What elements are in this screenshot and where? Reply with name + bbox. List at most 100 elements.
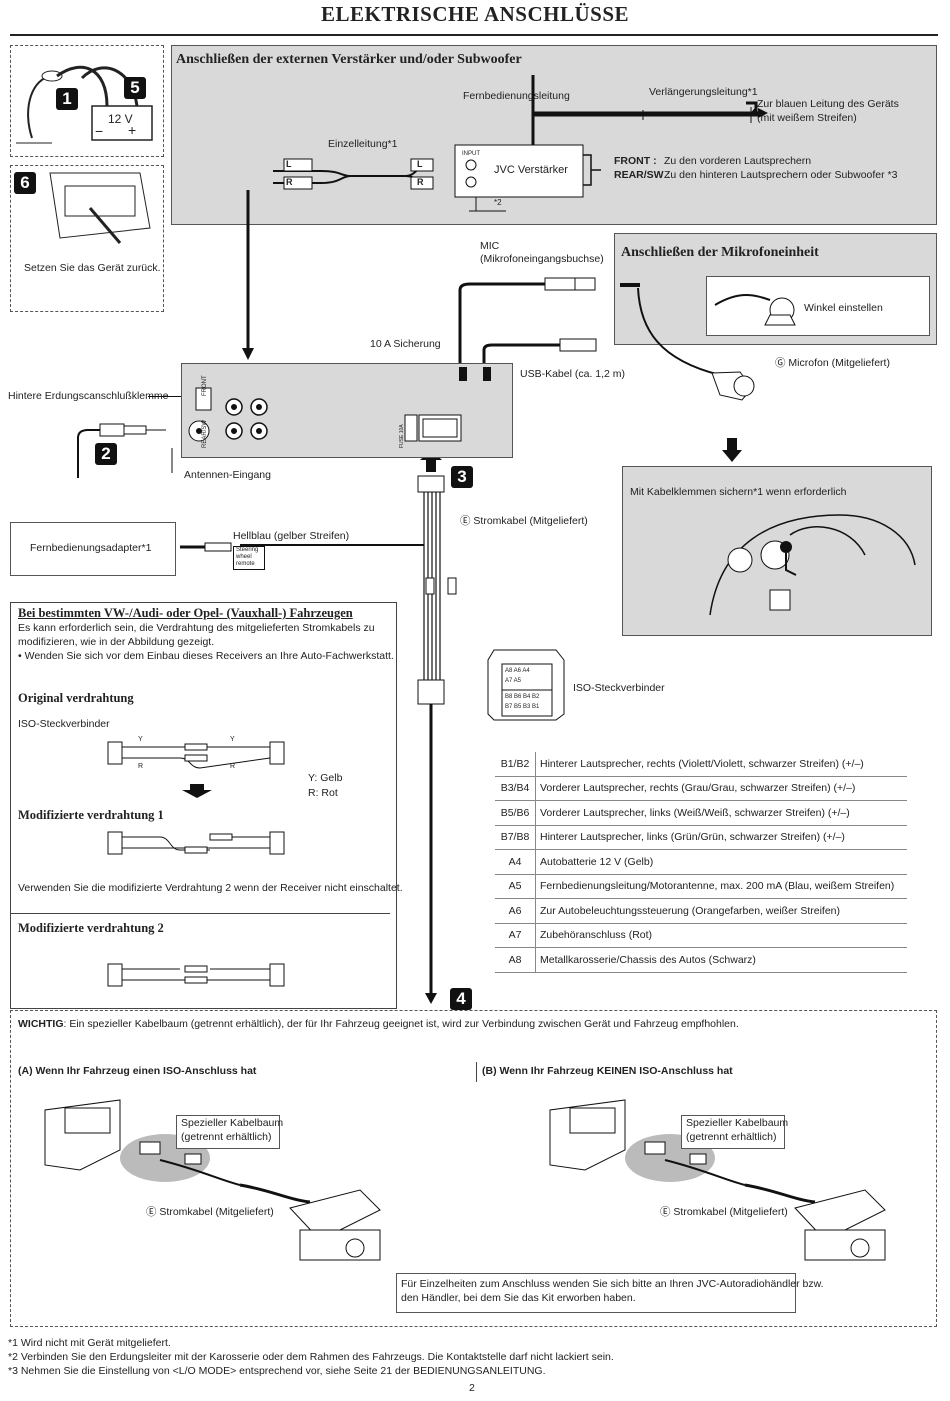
case-b-cord: Ⓔ Stromkabel (Mitgeliefert): [660, 1206, 788, 1218]
step-1-badge: 1: [56, 88, 78, 110]
vw-section: [10, 602, 397, 1009]
vw-legend-r: R: Rot: [308, 787, 338, 799]
pin-desc: Metallkarosserie/Chassis des Autos (Schw…: [535, 947, 907, 973]
vw-o-y2: Y: [230, 736, 235, 743]
amp-input-label: INPUT: [462, 151, 480, 157]
amp-ground-note: *2: [494, 198, 502, 207]
amp-in-L: L: [286, 159, 292, 169]
amplifier-heading: Anschließen der externen Verstärker und/…: [176, 52, 522, 67]
footnote-2: *2 Verbinden Sie den Erdungsleiter mit d…: [8, 1351, 614, 1363]
mic-angle-box: [706, 276, 930, 336]
light-blue-label: Hellblau (gelber Streifen): [233, 530, 350, 542]
remote-lead-label: Fernbedienungsleitung: [463, 90, 570, 102]
mic-heading: Anschließen der Mikrofoneinheit: [621, 245, 819, 260]
amplifier-wiring: [273, 75, 762, 212]
battery-plus: +: [128, 122, 137, 138]
vw-p3: • Wenden Sie sich vor dem Einbau dieses …: [18, 650, 394, 662]
vw-heading: Bei bestimmten VW-/Audi- oder Opel- (Vau…: [18, 606, 353, 620]
pin-desc: Vorderer Lautsprecher, links (Weiß/Weiß,…: [535, 800, 907, 826]
vw-o-r2: R: [230, 763, 236, 770]
vw-note: Verwenden Sie die modifizierte Verdrahtu…: [18, 882, 403, 894]
steering-line3: remote: [236, 561, 255, 567]
case-a-harness-2: (getrennt erhältlich): [181, 1131, 272, 1143]
mic-jack-label: MIC: [480, 240, 500, 252]
unit-fuse-small: FUSE 10A: [399, 424, 405, 448]
vw-original-heading: Original verdrahtung: [18, 691, 134, 705]
blue-lead-label-2: (mit weißem Streifen): [757, 112, 857, 124]
usb-label: USB-Kabel (ca. 1,2 m): [520, 368, 626, 380]
rear-ground-label: Hintere Erdungscanschlußklemme: [8, 390, 169, 402]
case-b-harness-2: (getrennt erhältlich): [686, 1131, 777, 1143]
rear-ground-leader: [148, 396, 181, 397]
battery-minus: −: [95, 123, 104, 139]
step-3-badge: 3: [451, 466, 473, 488]
iso-row2: A7 A5: [505, 678, 522, 684]
mic-clamp-text: Mit Kabelklemmen sichern*1 wenn erforder…: [630, 486, 847, 498]
amp-name: JVC Verstärker: [494, 164, 568, 176]
dealer-note-box: [396, 1273, 796, 1313]
pin-code: A8: [495, 947, 536, 973]
power-cord-label: Ⓔ Stromkabel (Mitgeliefert): [460, 515, 588, 527]
vw-mod1-heading: Modifizierte verdrahtung 1: [18, 808, 164, 822]
mic-jack-label-2: (Mikrofoneingangsbuchse): [480, 253, 604, 265]
case-a-illustration: [44, 1099, 381, 1261]
reset-instruction: Setzen Sie das Gerät zurück.: [24, 262, 161, 274]
wichtig-bold: WICHTIG: [18, 1018, 64, 1030]
pin-desc: Autobatterie 12 V (Gelb): [535, 849, 907, 875]
case-a-cord: Ⓔ Stromkabel (Mitgeliefert): [146, 1206, 274, 1218]
dashboard-illustration: [709, 514, 916, 616]
steering-tag: [233, 546, 265, 570]
vw-legend-y: Y: Gelb: [308, 772, 343, 784]
single-lead-label: Einzelleitung*1: [328, 138, 398, 150]
vw-mod2-heading: Modifizierte verdrahtung 2: [18, 921, 164, 935]
rear-label: REAR/SW :: [614, 169, 670, 181]
step-4-badge: 4: [450, 988, 472, 1010]
battery-step-box: [10, 45, 164, 157]
wichtig-text: : Ein spezieller Kabelbaum (getrennt erh…: [63, 1018, 739, 1030]
mic-angle-illustration: [714, 294, 796, 326]
vw-divider: [10, 913, 390, 914]
unit-rear-label: REAR/SW: [202, 419, 208, 448]
iso-connector-diagram: [487, 649, 565, 721]
mic-angle-text: Winkel einstellen: [804, 302, 883, 314]
receiver-rear-detail: [188, 367, 491, 442]
reset-step-box: [10, 165, 164, 312]
iso-row1: A8 A6 A4: [505, 668, 530, 674]
front-text: Zu den vorderen Lautsprechern: [664, 155, 812, 167]
pin-code: A6: [495, 898, 536, 924]
steering-line1: Steering: [236, 547, 259, 553]
front-label: FRONT :: [614, 155, 657, 167]
steering-line2: wheel: [236, 554, 252, 560]
pin-desc: Vorderer Lautsprecher, rechts (Grau/Grau…: [535, 776, 907, 801]
amp-in-R: R: [286, 177, 293, 187]
amp-out-L: L: [417, 159, 423, 169]
pin-code: A7: [495, 923, 536, 948]
remote-lead-wire: [531, 108, 768, 123]
main-wiring: [77, 190, 755, 1004]
vw-iso-label: ISO-Steckverbinder: [18, 718, 110, 730]
pin-desc: Zur Autobeleuchtungssteuerung (Orangefar…: [535, 898, 907, 924]
vw-p1: Es kann erforderlich sein, die Verdrahtu…: [18, 622, 375, 634]
fuse-label: 10 A Sicherung: [370, 338, 441, 350]
case-b-illustration: [549, 1099, 886, 1261]
vw-o-r1: R: [138, 763, 144, 770]
footnote-1: *1 Wird nicht mit Gerät mitgeliefert.: [8, 1337, 171, 1349]
step-5-badge: 5: [124, 77, 146, 99]
case-b-heading: (B) Wenn Ihr Fahrzeug KEINEN ISO-Anschlu…: [482, 1065, 733, 1077]
footnote-3: *3 Nehmen Sie die Einstellung von <L/O M…: [8, 1365, 546, 1377]
rear-text: Zu den hinteren Lautsprechern oder Subwo…: [664, 169, 898, 181]
pin-desc: Hinterer Lautsprecher, links (Grün/Grün,…: [535, 825, 907, 850]
unit-front-label: FRONT: [202, 375, 208, 396]
antenna-label: Antennen-Eingang: [184, 469, 271, 481]
pin-desc: Zubehöranschluss (Rot): [535, 923, 907, 948]
remote-adapter-label: Fernbedienungsadapter*1: [30, 542, 152, 554]
pin-code: B7/B8: [495, 825, 536, 850]
iso-row3: B8 B6 B4 B2: [505, 694, 540, 700]
